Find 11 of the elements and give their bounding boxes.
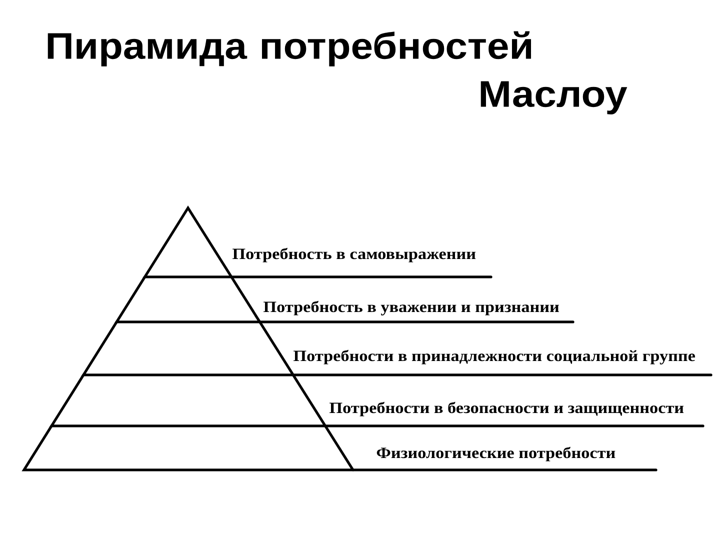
level-label: Потребность в уважении и признании: [264, 300, 559, 316]
level-label: Потребности в принадлежности социальной группе: [294, 350, 696, 364]
pyramid-level: [114, 276, 574, 324]
pyramid-level: [49, 374, 704, 428]
pyramid-level: [142, 206, 492, 278]
pyramid-level: [22, 424, 658, 472]
pyramid-level: [81, 320, 712, 376]
level-label: Потребности в безопасности и защищенности: [330, 402, 684, 416]
title: Пирамида потребностей Маслоу: [48, 31, 628, 114]
level-label: Физиологические потребности: [376, 446, 616, 462]
level-label: Потребность в самовыражении: [232, 248, 476, 262]
